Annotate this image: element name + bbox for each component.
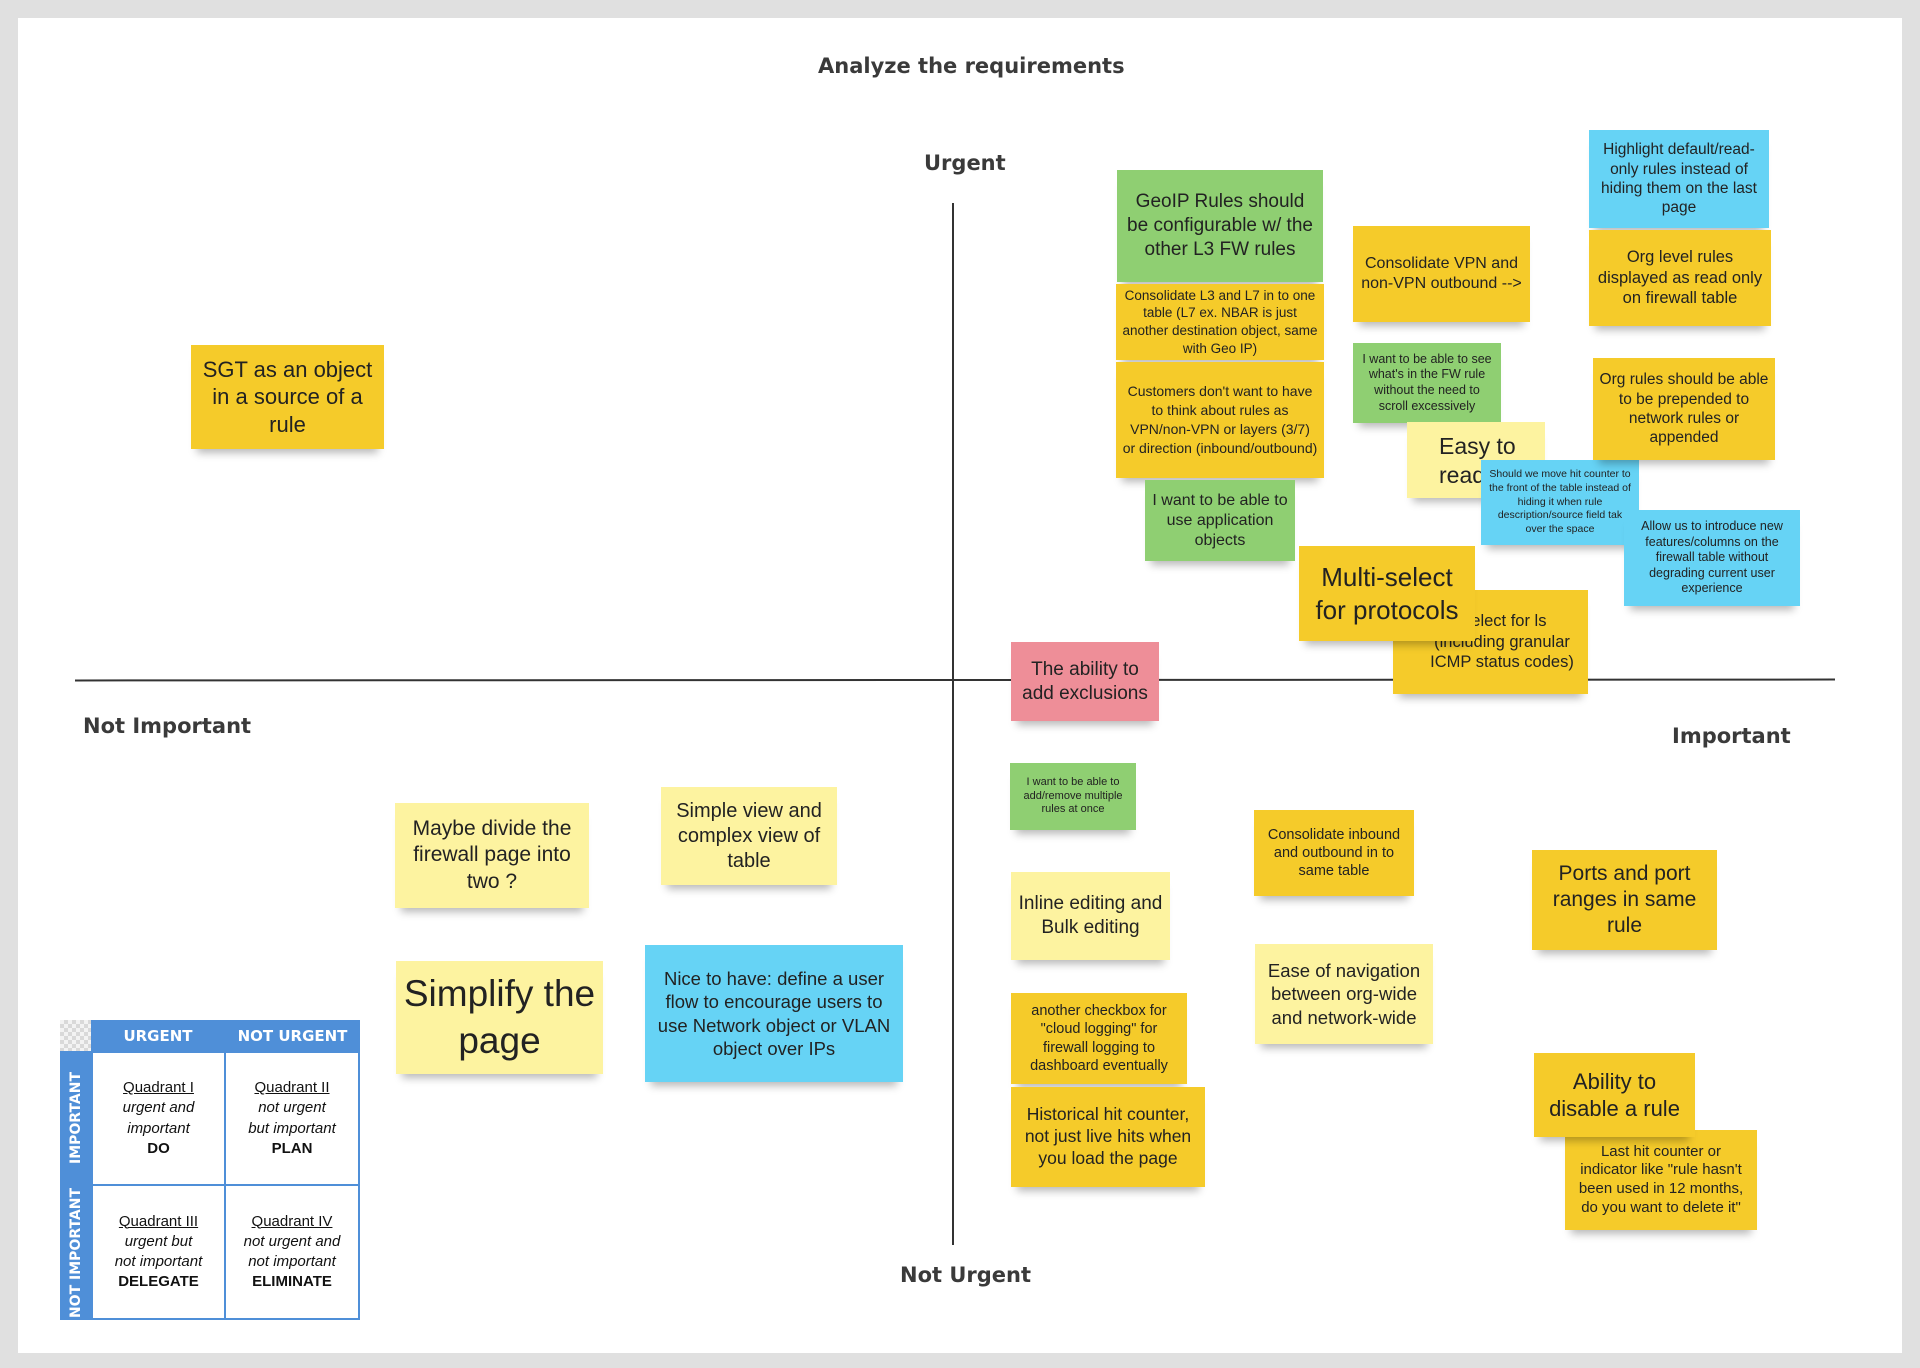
legend-quadrant-desc: important [127, 1119, 190, 1137]
sticky-note[interactable]: I want to be able to see what's in the F… [1353, 343, 1501, 423]
sticky-note[interactable]: Multi-select for protocols [1299, 546, 1475, 641]
sticky-note[interactable]: -select for ls (including granular ICMP … [1393, 590, 1588, 694]
sticky-note[interactable]: Org level rules displayed as read only o… [1589, 230, 1771, 326]
sticky-note[interactable]: Ability to disable a rule [1534, 1053, 1695, 1137]
legend-quadrant-1: Quadrant I urgent and important DO [91, 1051, 226, 1186]
legend-quadrant-3: Quadrant III urgent but not important DE… [91, 1184, 226, 1320]
axis-label-urgent: Urgent [924, 151, 1006, 175]
sticky-note[interactable]: GeoIP Rules should be configurable w/ th… [1117, 170, 1323, 282]
sticky-note[interactable]: Historical hit counter, not just live hi… [1011, 1087, 1205, 1187]
sticky-note-text: Easy to read [1439, 433, 1516, 488]
sticky-note[interactable]: The ability to add exclusions [1011, 642, 1159, 721]
axis-label-not-important: Not Important [83, 714, 252, 738]
sticky-note[interactable]: Consolidate VPN and non-VPN outbound --> [1353, 226, 1530, 322]
sticky-note[interactable]: another checkbox for "cloud logging" for… [1011, 993, 1187, 1084]
legend-header-not-urgent: NOT URGENT [225, 1020, 360, 1051]
sticky-note[interactable]: Customers don't want to have to think ab… [1116, 362, 1324, 478]
sticky-note[interactable]: Simplify the page [396, 961, 603, 1074]
legend-quadrant-action: ELIMINATE [252, 1273, 332, 1291]
legend-quadrant-title: Quadrant II [254, 1079, 330, 1096]
sticky-note-text: -select for ls (including granular ICMP … [1430, 612, 1574, 672]
legend-quadrant-desc: not urgent and [243, 1232, 341, 1250]
legend-quadrant-desc: urgent and [122, 1099, 195, 1117]
legend-row-important-label: IMPORTANT [67, 1071, 84, 1165]
axis-label-not-urgent: Not Urgent [900, 1263, 1032, 1287]
sticky-note[interactable]: Consolidate inbound and outbound in to s… [1254, 810, 1414, 896]
legend-quadrant-desc: urgent but [124, 1232, 193, 1250]
sticky-note[interactable]: Nice to have: define a user flow to enco… [645, 945, 903, 1082]
legend-quadrant-4: Quadrant IV not urgent and not important… [224, 1184, 360, 1320]
legend-quadrant-desc: not important [248, 1253, 336, 1270]
sticky-note[interactable]: SGT as an object in a source of a rule [191, 345, 384, 449]
board-title: Analyze the requirements [818, 54, 1125, 78]
sticky-note[interactable]: Maybe divide the firewall page into two … [395, 803, 589, 908]
legend-quadrant-action: PLAN [271, 1139, 313, 1157]
sticky-note[interactable]: Ports and port ranges in same rule [1532, 850, 1717, 950]
legend-row-not-important-label: NOT IMPORTANT [67, 1187, 84, 1318]
sticky-note[interactable]: I want to be able to use application obj… [1145, 480, 1295, 561]
legend-quadrant-desc: not important [114, 1253, 203, 1270]
sticky-note[interactable]: Simple view and complex view of table [661, 787, 837, 885]
legend-quadrant-desc: but important [248, 1119, 336, 1137]
sticky-note[interactable]: Ease of navigation between org-wide and … [1255, 944, 1433, 1044]
legend-corner [60, 1020, 91, 1051]
whiteboard-canvas[interactable]: Analyze the requirements Urgent Not Urge… [18, 18, 1902, 1353]
legend-quadrant-title: Quadrant IV [251, 1212, 333, 1230]
legend-header-urgent: URGENT [91, 1020, 225, 1051]
sticky-note[interactable]: Org rules should be able to be prepended… [1593, 358, 1775, 460]
axis-label-important: Important [1672, 724, 1791, 748]
legend-quadrant-2: Quadrant II not urgent but important PLA… [224, 1051, 360, 1186]
legend-row-important: IMPORTANT [60, 1051, 91, 1185]
sticky-note[interactable]: Highlight default/read-only rules instea… [1589, 130, 1769, 228]
sticky-note[interactable]: Allow us to introduce new features/colum… [1624, 510, 1800, 606]
sticky-note[interactable]: Last hit counter or indicator like "rule… [1565, 1130, 1757, 1230]
legend-quadrant-action: DO [147, 1139, 170, 1157]
sticky-note[interactable]: Consolidate L3 and L7 in to one table (L… [1116, 284, 1324, 360]
vertical-axis-line [952, 203, 954, 1245]
eisenhower-matrix-legend[interactable]: URGENT NOT URGENT IMPORTANT NOT IMPORTAN… [60, 1020, 360, 1320]
sticky-note[interactable]: I want to be able to add/remove multiple… [1010, 763, 1136, 830]
legend-quadrant-desc: not urgent [258, 1099, 326, 1117]
legend-quadrant-action: DELEGATE [118, 1273, 199, 1291]
sticky-note[interactable]: Should we move hit counter to the front … [1481, 460, 1639, 545]
legend-quadrant-title: Quadrant III [118, 1212, 199, 1230]
sticky-note[interactable]: Inline editing and Bulk editing [1011, 872, 1170, 960]
legend-quadrant-title: Quadrant I [123, 1079, 194, 1096]
legend-row-not-important: NOT IMPORTANT [60, 1185, 91, 1320]
